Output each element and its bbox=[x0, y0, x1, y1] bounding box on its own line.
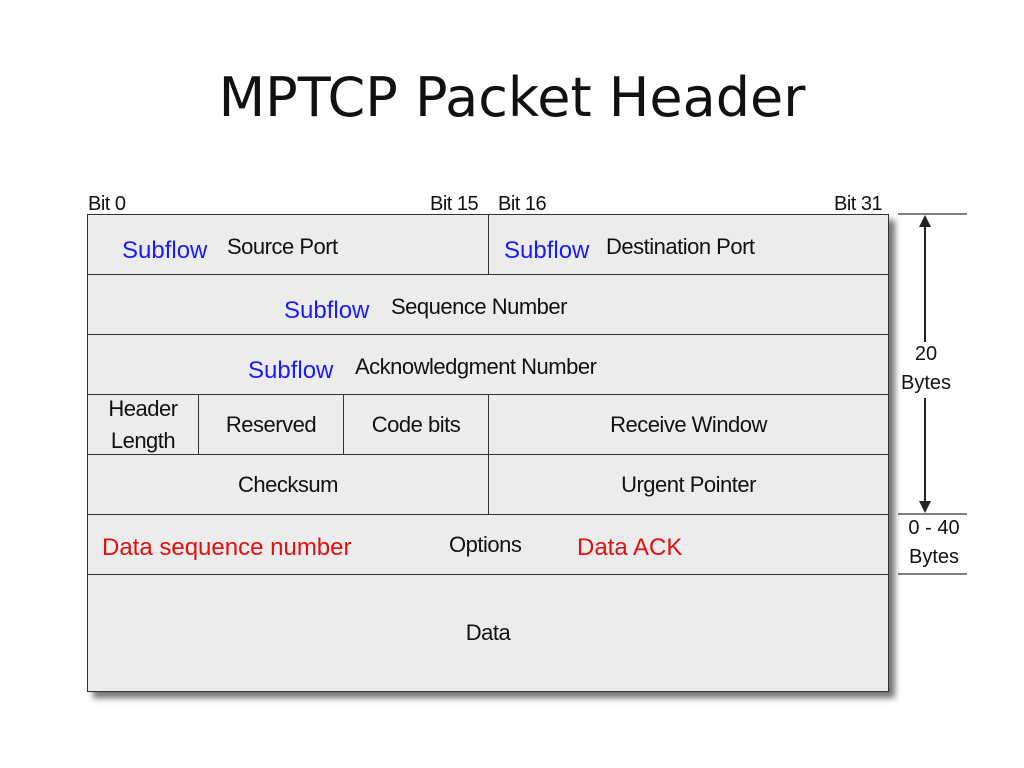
subflow-label: Subflow bbox=[248, 357, 334, 384]
acknowledgment-number-field: Subflow Acknowledgment Number bbox=[88, 335, 888, 394]
sequence-number-label: Sequence Number bbox=[391, 294, 567, 319]
bit-16-label: Bit 16 bbox=[498, 193, 547, 215]
sequence-row: Subflow Sequence Number bbox=[88, 275, 888, 335]
sequence-number-field: Subflow Sequence Number bbox=[88, 275, 888, 334]
subflow-label: Subflow bbox=[122, 237, 208, 264]
urgent-pointer-field: Urgent Pointer bbox=[621, 471, 756, 497]
options-label: Options bbox=[449, 532, 522, 557]
options-field: Data sequence number Options Data ACK bbox=[88, 515, 888, 574]
bit-15-label: Bit 15 bbox=[430, 193, 479, 215]
fixed-header-size-label: 20 Bytes bbox=[900, 343, 952, 394]
flags-row: Header Length Reserved Code bits Receive… bbox=[88, 395, 888, 455]
data-field: Data bbox=[465, 620, 511, 645]
reserved-field: Reserved bbox=[199, 395, 344, 454]
options-row: Data sequence number Options Data ACK bbox=[88, 515, 888, 575]
bit-31-label: Bit 31 bbox=[834, 193, 883, 215]
data-row: Data bbox=[88, 575, 888, 691]
arrow-down-icon bbox=[919, 501, 931, 513]
header-length-field: Header Length bbox=[88, 395, 199, 454]
data-ack-label: Data ACK bbox=[577, 534, 683, 561]
checksum-field: Checksum bbox=[88, 455, 489, 514]
acknowledgment-number-label: Acknowledgment Number bbox=[355, 354, 597, 379]
packet-header-diagram: Subflow Source Port Subflow Destination … bbox=[87, 214, 889, 692]
options-size-label: 0 - 40 Bytes bbox=[908, 517, 960, 568]
destination-port-field: Subflow Destination Port bbox=[489, 215, 888, 274]
source-port-field: Subflow Source Port bbox=[88, 215, 489, 274]
arrow-up-icon bbox=[919, 215, 931, 227]
destination-port-label: Destination Port bbox=[606, 234, 755, 259]
source-port-label: Source Port bbox=[227, 234, 338, 259]
subflow-label: Subflow bbox=[284, 297, 370, 324]
slide-title: MPTCP Packet Header bbox=[218, 66, 806, 129]
size-dimension-lines bbox=[898, 213, 967, 575]
ack-row: Subflow Acknowledgment Number bbox=[88, 335, 888, 395]
checksum-row: Checksum Urgent Pointer bbox=[88, 455, 888, 515]
bit-0-label: Bit 0 bbox=[88, 193, 126, 215]
ports-row: Subflow Source Port Subflow Destination … bbox=[88, 215, 888, 275]
code-bits-field: Code bits bbox=[344, 395, 489, 454]
subflow-label: Subflow bbox=[504, 237, 590, 264]
data-sequence-number-label: Data sequence number bbox=[102, 534, 352, 561]
receive-window-field: Receive Window bbox=[610, 411, 767, 437]
